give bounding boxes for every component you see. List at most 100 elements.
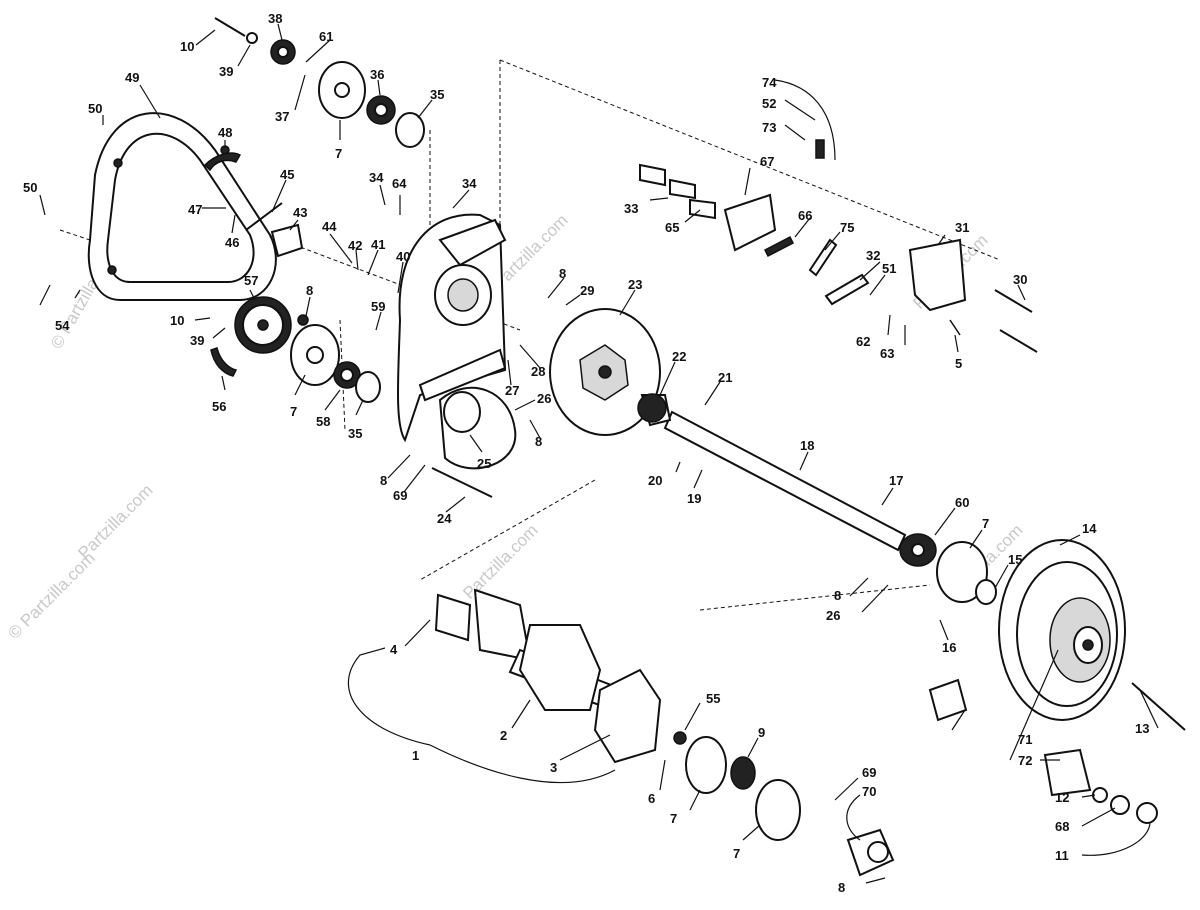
small-parts xyxy=(203,17,1186,841)
callout-37: 37 xyxy=(275,109,289,124)
callout-23: 23 xyxy=(628,277,642,292)
callout-64: 64 xyxy=(392,176,407,191)
callout-7-low: 7 xyxy=(670,811,677,826)
callout-4: 4 xyxy=(390,642,398,657)
callout-72: 72 xyxy=(1018,753,1032,768)
callout-28: 28 xyxy=(531,364,545,379)
callout-27: 27 xyxy=(505,383,519,398)
callout-56: 56 xyxy=(212,399,226,414)
callout-57: 57 xyxy=(244,273,258,288)
chain-case-cover xyxy=(87,112,277,301)
callout-50-b: 50 xyxy=(23,180,37,195)
callout-2: 2 xyxy=(500,728,507,743)
callout-46: 46 xyxy=(225,235,239,250)
callout-3: 3 xyxy=(550,760,557,775)
brake-disc xyxy=(549,308,661,436)
cover-plate xyxy=(438,386,517,470)
callout-71: 71 xyxy=(1018,732,1032,747)
callout-38: 38 xyxy=(268,11,282,26)
callout-65: 65 xyxy=(665,220,679,235)
callout-7-mid: 7 xyxy=(290,404,297,419)
callout-25: 25 xyxy=(477,456,491,471)
callout-8-a: 8 xyxy=(306,283,313,298)
callout-50-a: 50 xyxy=(88,101,102,116)
callout-18: 18 xyxy=(800,438,814,453)
callout-34-b: 34 xyxy=(462,176,477,191)
callout-15: 15 xyxy=(1008,552,1022,567)
callout-1: 1 xyxy=(412,748,419,763)
callout-7-top: 7 xyxy=(335,146,342,161)
callout-10-mid: 10 xyxy=(170,313,184,328)
callout-63: 63 xyxy=(880,346,894,361)
callout-59: 59 xyxy=(371,299,385,314)
callout-55: 55 xyxy=(706,691,720,706)
callout-66: 66 xyxy=(798,208,812,223)
callout-74: 74 xyxy=(762,75,777,90)
drive-sprocket-assembly xyxy=(434,588,662,764)
assembly-guides xyxy=(59,59,1001,611)
bearing-housing xyxy=(846,828,895,877)
callout-labels: 1 2 3 4 5 6 7 7 7 7 7 8 8 8 8 8 8 9 10 1… xyxy=(23,11,1149,895)
callout-41: 41 xyxy=(371,237,385,252)
callout-30: 30 xyxy=(1013,272,1027,287)
callout-43: 43 xyxy=(293,205,307,220)
callout-8-d: 8 xyxy=(380,473,387,488)
callout-33: 33 xyxy=(624,201,638,216)
callout-73: 73 xyxy=(762,120,776,135)
watermark-site: Partzilla.com xyxy=(459,521,541,603)
callout-12: 12 xyxy=(1055,790,1069,805)
leader-lines xyxy=(39,23,1159,884)
callout-16: 16 xyxy=(942,640,956,655)
callout-40: 40 xyxy=(396,249,410,264)
callout-48: 48 xyxy=(218,125,232,140)
watermark-site: Partzilla.com xyxy=(74,481,156,563)
chain-case-housing xyxy=(396,213,507,443)
callout-24: 24 xyxy=(437,511,452,526)
callout-10-top: 10 xyxy=(180,39,194,54)
callout-70: 70 xyxy=(862,784,876,799)
callout-8-c: 8 xyxy=(535,434,542,449)
callout-35-mid: 35 xyxy=(348,426,362,441)
watermark-copyright: © Partzilla.com xyxy=(4,548,98,642)
callout-20: 20 xyxy=(648,473,662,488)
callout-11: 11 xyxy=(1055,848,1069,863)
callout-21: 21 xyxy=(718,370,732,385)
callout-22: 22 xyxy=(672,349,686,364)
callout-19: 19 xyxy=(687,491,701,506)
callout-49: 49 xyxy=(125,70,139,85)
callout-31: 31 xyxy=(955,220,969,235)
callout-68: 68 xyxy=(1055,819,1069,834)
callout-26-b: 26 xyxy=(826,608,840,623)
callout-58: 58 xyxy=(316,414,330,429)
callout-13: 13 xyxy=(1135,721,1149,736)
callout-32: 32 xyxy=(866,248,880,263)
callout-45: 45 xyxy=(280,167,294,182)
callout-6: 6 xyxy=(648,791,655,806)
callout-42: 42 xyxy=(348,238,362,253)
callout-39-top: 39 xyxy=(219,64,233,79)
callout-39-mid: 39 xyxy=(190,333,204,348)
callout-29: 29 xyxy=(580,283,594,298)
callout-54: 54 xyxy=(55,318,70,333)
callout-75: 75 xyxy=(840,220,854,235)
callout-26-a: 26 xyxy=(537,391,551,406)
callout-36: 36 xyxy=(370,67,384,82)
callout-69-b: 69 xyxy=(862,765,876,780)
callout-44: 44 xyxy=(322,219,337,234)
callout-5: 5 xyxy=(955,356,962,371)
callout-9: 9 xyxy=(758,725,765,740)
callout-7-right: 7 xyxy=(982,516,989,531)
callout-61: 61 xyxy=(319,29,333,44)
callout-8-b: 8 xyxy=(559,266,566,281)
callout-8-e: 8 xyxy=(834,588,841,603)
callout-17: 17 xyxy=(889,473,903,488)
callout-51: 51 xyxy=(882,261,896,276)
callout-60: 60 xyxy=(955,495,969,510)
callout-69-a: 69 xyxy=(393,488,407,503)
callout-52: 52 xyxy=(762,96,776,111)
callout-67: 67 xyxy=(760,154,774,169)
callout-8-f: 8 xyxy=(838,880,845,895)
callout-47: 47 xyxy=(188,202,202,217)
jackshaft xyxy=(640,394,907,552)
